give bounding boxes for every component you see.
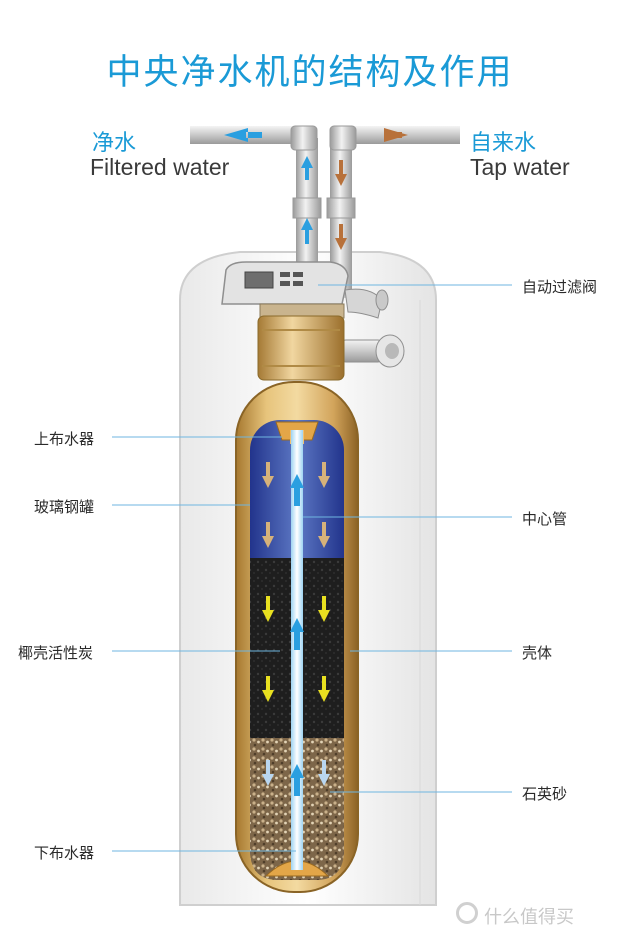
up-flow-arrow	[301, 218, 313, 244]
label-shell: 壳体	[522, 644, 553, 662]
outlet-arrow	[224, 128, 262, 142]
tank-flow-arrows	[262, 462, 330, 796]
valve-brass-body	[257, 315, 345, 381]
valve-display	[244, 271, 274, 289]
label-fiberglass-tank: 玻璃钢罐	[34, 498, 95, 516]
leader-lines	[112, 284, 512, 852]
page-title: 中央净水机的结构及作用	[106, 53, 514, 93]
down-flow-arrow	[335, 224, 347, 250]
inlet-label-en: Tap water	[470, 154, 570, 180]
brand-logo-icon	[456, 902, 478, 924]
outlet-label-cn: 净水	[92, 131, 137, 156]
label-auto-valve: 自动过滤阀	[522, 278, 598, 296]
inlet-label-cn: 自来水	[470, 131, 537, 156]
outlet-label-en: Filtered water	[90, 154, 230, 180]
label-quartz-sand: 石英砂	[522, 785, 568, 803]
brand-watermark: 什么值得买	[484, 907, 574, 928]
label-activated-carbon: 椰壳活性炭	[18, 644, 94, 662]
valve-side-fitting	[344, 288, 383, 319]
label-bottom-distributor: 下布水器	[34, 844, 95, 862]
inlet-arrow	[384, 128, 408, 142]
down-flow-arrow	[335, 160, 347, 186]
label-top-distributor: 上布水器	[34, 430, 95, 448]
label-center-tube: 中心管	[522, 510, 568, 528]
up-flow-arrow	[301, 156, 313, 180]
